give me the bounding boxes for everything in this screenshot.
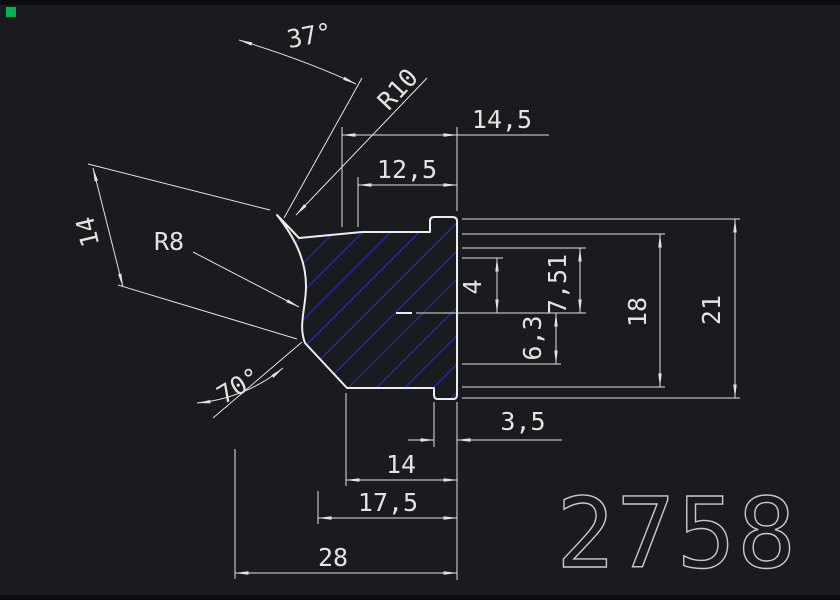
dim-label-17-5: 17,5 [358, 488, 418, 517]
dim-label-14b: 14 [386, 450, 416, 479]
angle-37-arc [238, 39, 357, 85]
dim-label-21: 21 [697, 295, 726, 325]
dim-label-14-aligned: 14 [70, 214, 105, 250]
dim-label-12-5: 12,5 [377, 155, 437, 184]
dim-label-4: 4 [458, 279, 487, 294]
dimension-lines [87, 39, 740, 580]
part-number: 2758 [556, 477, 798, 590]
dim-label-7-51: 7,51 [543, 254, 572, 314]
bottom-frame-band [0, 595, 840, 600]
top-frame-band [0, 0, 840, 5]
angle-70-arc [196, 367, 284, 404]
corner-grip-marker[interactable] [6, 7, 16, 17]
profile-outline [276, 214, 458, 400]
dim-14-aligned-ext-bottom [117, 284, 298, 340]
r10-leader [295, 77, 428, 216]
dimension-texts: 14,5 12,5 37° R10 14 R8 4 7,51 6,3 18 21… [70, 17, 726, 572]
dim-14-aligned-line [92, 167, 124, 288]
dim-label-3-5: 3,5 [500, 407, 545, 436]
angle-37-ref-line [283, 77, 363, 219]
dim-label-18: 18 [623, 297, 652, 327]
dim-label-6-3: 6,3 [518, 315, 547, 360]
r8-leader [192, 251, 300, 308]
radius-label-r8: R8 [154, 227, 184, 256]
dim-label-14-5: 14,5 [472, 105, 532, 134]
dim-label-28: 28 [318, 543, 348, 572]
